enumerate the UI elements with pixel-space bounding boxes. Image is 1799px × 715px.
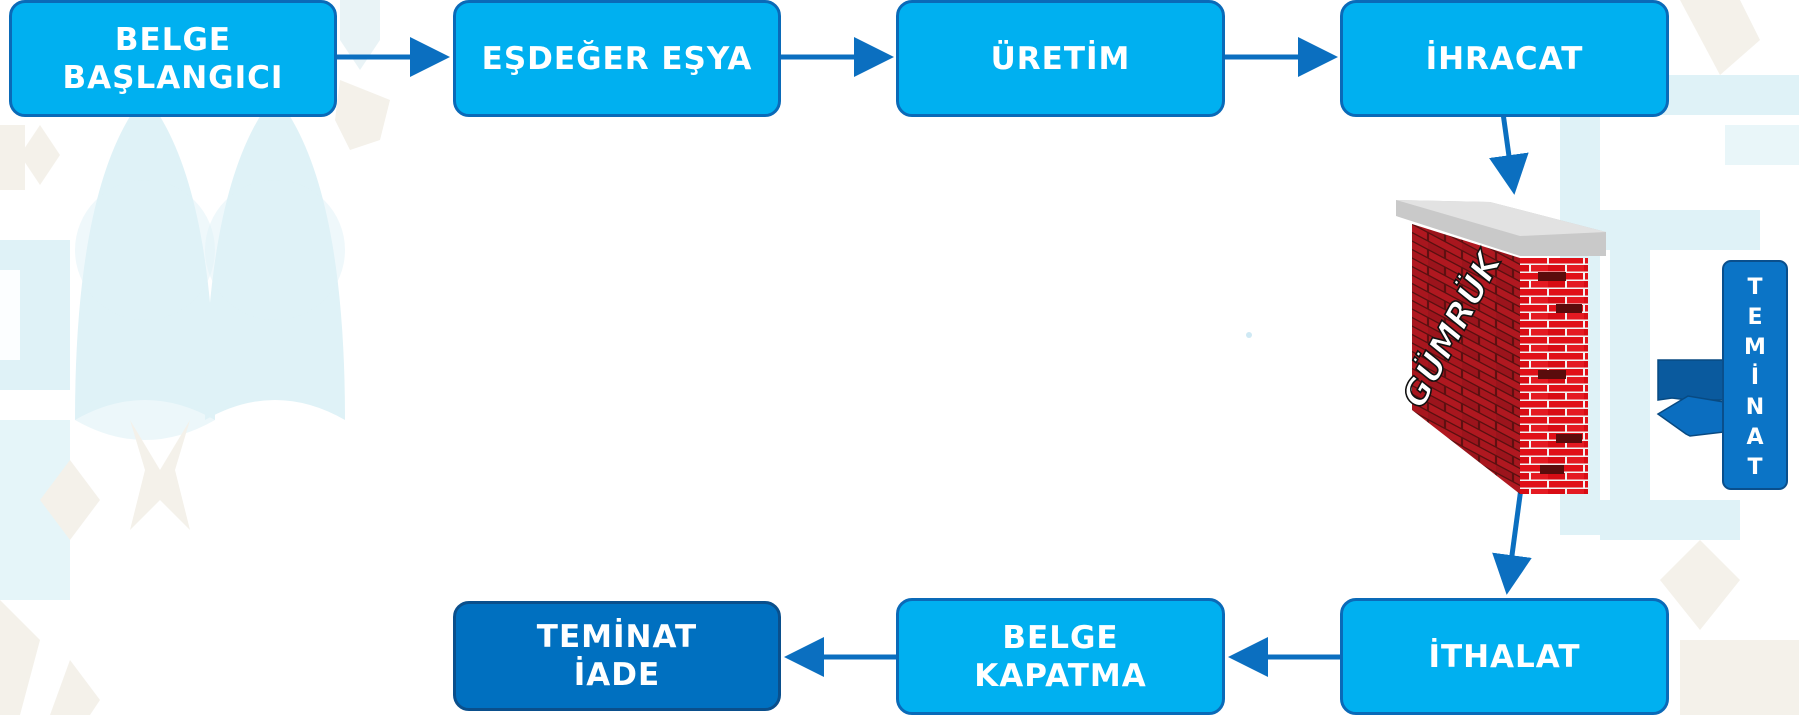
node-teminat-iade: TEMİNAT İADE: [453, 601, 781, 711]
node-ithalat: İTHALAT: [1340, 598, 1669, 715]
node-ihracat: İHRACAT: [1340, 0, 1669, 117]
node-belge-kapatma: BELGE KAPATMA: [896, 598, 1225, 715]
node-belge-baslangici: BELGE BAŞLANGICI: [9, 0, 337, 117]
teminat-side-tab: T E M İ N A T: [1722, 260, 1788, 490]
node-uretim: ÜRETİM: [896, 0, 1225, 117]
node-esdeger-esya: EŞDEĞER EŞYA: [453, 0, 781, 117]
teminat-side-tab-label: T E M İ N A T: [1744, 275, 1766, 480]
